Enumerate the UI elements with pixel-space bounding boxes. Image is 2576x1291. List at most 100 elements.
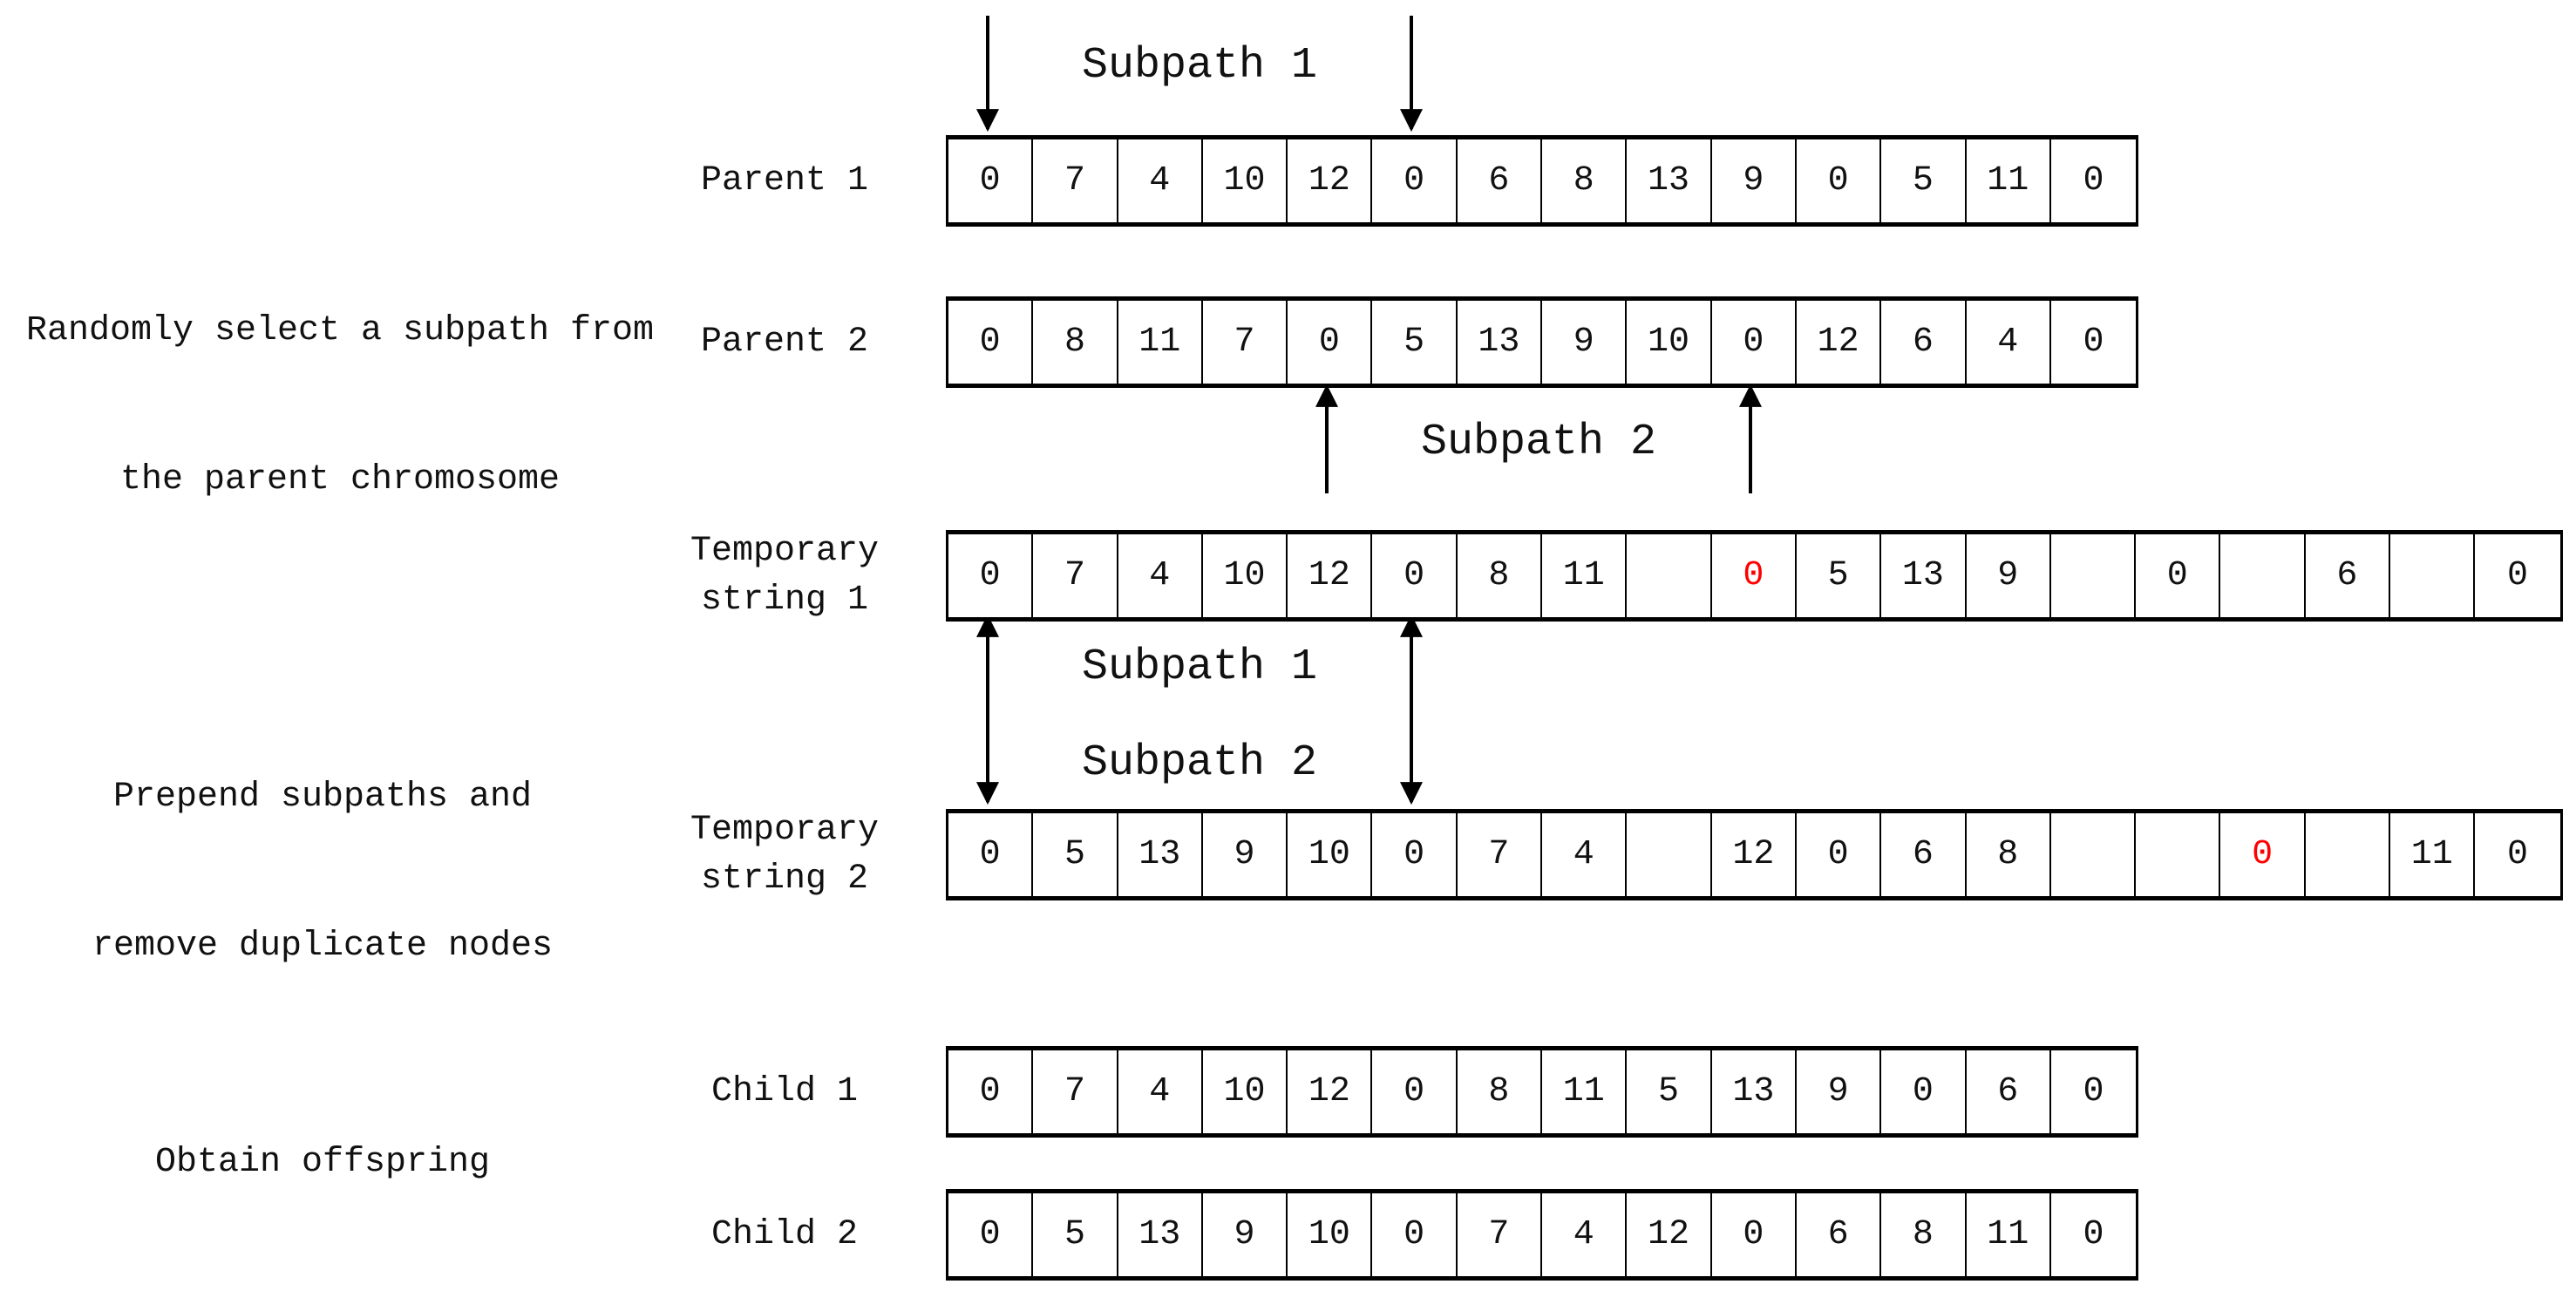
parent2-cell-0: 0 <box>948 301 1034 384</box>
child2-cell-3: 9 <box>1203 1193 1288 1276</box>
child1-cell-12: 6 <box>1967 1050 2051 1133</box>
parent2-cell-5: 5 <box>1372 301 1458 384</box>
child2-cell-5: 0 <box>1372 1193 1458 1276</box>
temp1-cell-7: 11 <box>1542 534 1628 617</box>
temp2-cell-12: 8 <box>1967 813 2051 896</box>
step1-line1: Randomly select a subpath from <box>25 311 655 350</box>
temp2-cell-7: 4 <box>1542 813 1628 896</box>
parent2-cell-10: 12 <box>1797 301 1882 384</box>
temp2-cell-9: 12 <box>1712 813 1797 896</box>
temp1-cell-14: 0 <box>2136 534 2221 617</box>
temp2-label-line: string 2 <box>700 859 869 899</box>
parent2-cell-9: 0 <box>1712 301 1797 384</box>
child1-cell-4: 12 <box>1288 1050 1373 1133</box>
temp2-cell-13 <box>2051 813 2137 896</box>
parent1-cell-3: 10 <box>1203 139 1288 222</box>
parent2-cell-3: 7 <box>1203 301 1288 384</box>
temp2-cell-18: 0 <box>2506 835 2528 874</box>
temp1-cell-18: 0 <box>2506 556 2528 595</box>
child1-cell-9: 13 <box>1712 1050 1797 1133</box>
step2-text: Prepend subpaths and remove duplicate no… <box>0 673 645 1070</box>
step2-line1: Prepend subpaths and <box>112 778 533 817</box>
temp1-cell-0: 0 <box>948 534 1034 617</box>
child2-cell-0: 0 <box>948 1193 1034 1276</box>
child2-label-line: Child 2 <box>710 1214 859 1254</box>
child1-cell-8: 5 <box>1627 1050 1712 1133</box>
child2-cell-2: 13 <box>1118 1193 1203 1276</box>
subpath1-mid-label: Subpath 1 <box>1081 642 1318 692</box>
parent1-cell-7: 8 <box>1542 139 1628 222</box>
temp1-cell-3: 10 <box>1203 534 1288 617</box>
temp2-cell-0: 0 <box>948 813 1034 896</box>
parent2-cell-12: 4 <box>1967 301 2051 384</box>
parent1-cell-5: 0 <box>1372 139 1458 222</box>
child1-cell-2: 4 <box>1118 1050 1203 1133</box>
child1-label-line: Child 1 <box>710 1071 859 1111</box>
parent2-cell-6: 13 <box>1458 301 1543 384</box>
temp1-cell-13 <box>2051 534 2137 617</box>
temp1-cell-1: 7 <box>1033 534 1118 617</box>
child1-label: Child 1 <box>641 1068 928 1117</box>
child1-cell-0: 0 <box>948 1050 1034 1133</box>
parent1-cell-11: 5 <box>1881 139 1967 222</box>
parent2-cell-4: 0 <box>1288 301 1373 384</box>
step1-text: Randomly select a subpath from the paren… <box>0 207 680 604</box>
temp1-cell-4: 12 <box>1288 534 1373 617</box>
child2-cell-13: 0 <box>2083 1215 2104 1254</box>
temp1-cell-17 <box>2390 534 2476 617</box>
subpath2-parent-label: Subpath 2 <box>1420 418 1657 467</box>
temp2-cell-8 <box>1627 813 1712 896</box>
temp1-cell-9: 0 <box>1712 534 1797 617</box>
temp2-cell-5: 0 <box>1372 813 1458 896</box>
child2-label: Child 2 <box>641 1211 928 1260</box>
temp1-cell-11: 13 <box>1881 534 1967 617</box>
parent1-cell-4: 12 <box>1288 139 1373 222</box>
child1-cell-3: 10 <box>1203 1050 1288 1133</box>
child1-cell-13: 0 <box>2083 1072 2104 1111</box>
parent2-cell-2: 11 <box>1118 301 1203 384</box>
temp2-cell-4: 10 <box>1288 813 1373 896</box>
temp2-cell-1: 5 <box>1033 813 1118 896</box>
parent1-cell-12: 11 <box>1967 139 2051 222</box>
subpath1-top-label: Subpath 1 <box>1081 41 1318 91</box>
child2-cell-8: 12 <box>1627 1193 1712 1276</box>
temp1-cell-2: 4 <box>1118 534 1203 617</box>
child2-cell-7: 4 <box>1542 1193 1628 1276</box>
temp1-cell-16: 6 <box>2306 534 2391 617</box>
temp2-cell-11: 6 <box>1881 813 1967 896</box>
parent2-label-line: Parent 2 <box>700 322 869 362</box>
parent2-cell-8: 10 <box>1627 301 1712 384</box>
temp2-cell-3: 9 <box>1203 813 1288 896</box>
temp2-cell-17: 11 <box>2390 813 2476 896</box>
parent1-cell-6: 6 <box>1458 139 1543 222</box>
child2-cell-1: 5 <box>1033 1193 1118 1276</box>
temp1-cell-6: 8 <box>1458 534 1543 617</box>
parent2-cell-11: 6 <box>1881 301 1967 384</box>
child2-cell-6: 7 <box>1458 1193 1543 1276</box>
parent1-cell-13: 0 <box>2083 161 2104 200</box>
temp1-cell-8 <box>1627 534 1712 617</box>
child2-cell-10: 6 <box>1797 1193 1882 1276</box>
child2-cell-9: 0 <box>1712 1193 1797 1276</box>
step1-line2: the parent chromosome <box>119 460 561 499</box>
step3-text: Obtain offspring <box>154 1143 491 1182</box>
parent1-cell-2: 4 <box>1118 139 1203 222</box>
parent2-label: Parent 2 <box>641 318 928 367</box>
child1-cell-7: 11 <box>1542 1050 1628 1133</box>
temp2-cell-15: 0 <box>2220 813 2306 896</box>
parent1-cell-8: 13 <box>1627 139 1712 222</box>
parent2-cell-13: 0 <box>2083 323 2104 362</box>
temp2-cell-6: 7 <box>1458 813 1543 896</box>
